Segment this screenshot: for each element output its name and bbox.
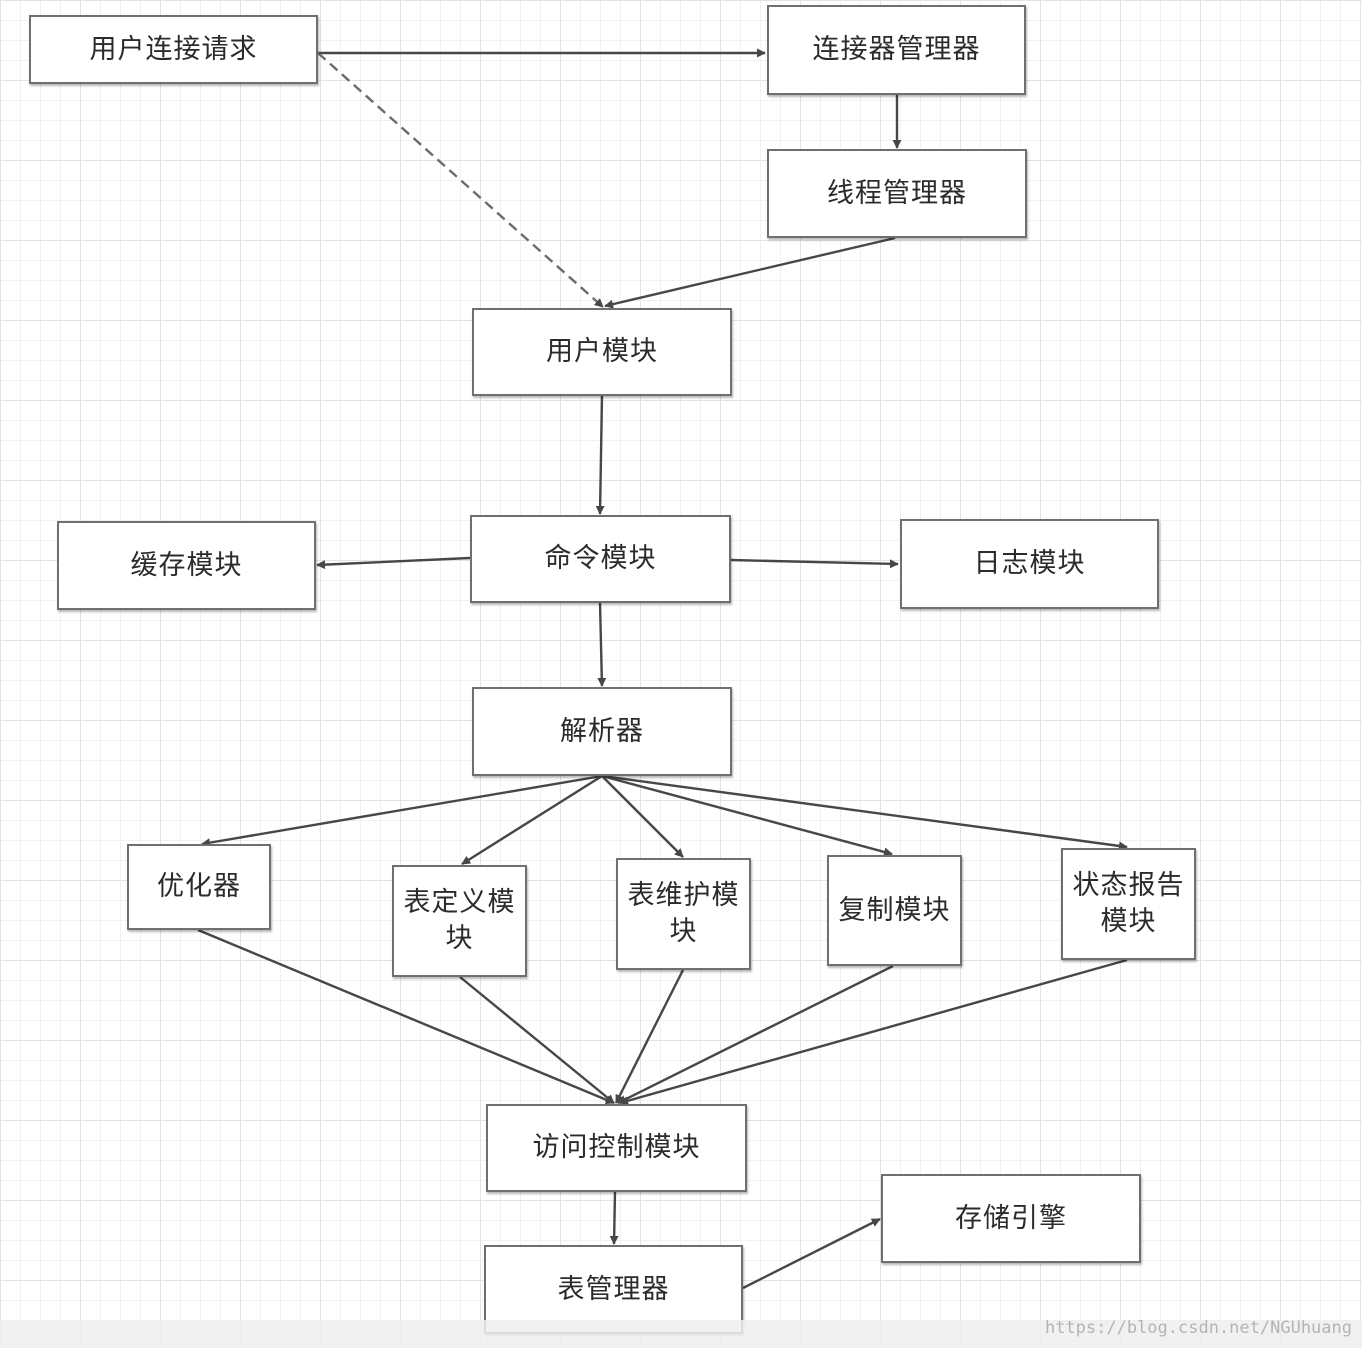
edge-table-maint-to-access [614, 969, 685, 1104]
edge-optimizer-to-access [197, 928, 615, 1105]
node-cache-module: 缓存模块 [57, 521, 316, 610]
node-thread-manager: 线程管理器 [767, 149, 1027, 238]
edge-parser-to-replication [601, 774, 893, 857]
edge-status-report-to-access [619, 958, 1128, 1106]
footer-band [0, 1320, 1362, 1348]
edge-replication-to-access [617, 964, 894, 1105]
node-parser: 解析器 [472, 687, 732, 776]
node-storage-engine: 存储引擎 [881, 1174, 1141, 1263]
edge-parser-to-table-def [461, 774, 603, 866]
edge-table-manager-to-storage [742, 1217, 881, 1290]
node-connector-manager: 连接器管理器 [767, 5, 1026, 95]
node-access-control-module: 访问控制模块 [486, 1104, 747, 1192]
node-table-definition-module: 表定义模块 [392, 865, 527, 977]
node-command-module: 命令模块 [470, 515, 731, 603]
edge-parser-to-optimizer [201, 774, 603, 848]
edge-command-to-cache [316, 556, 471, 570]
node-user-connection-request: 用户连接请求 [29, 15, 318, 84]
edge-parser-to-status-report [601, 774, 1128, 851]
node-replication-module: 复制模块 [827, 855, 962, 966]
edge-table-def-to-access [459, 976, 615, 1104]
edge-request-to-user-module-dashed [317, 52, 604, 308]
edge-command-to-log [730, 558, 899, 569]
node-log-module: 日志模块 [900, 519, 1159, 609]
node-table-maintenance-module: 表维护模块 [616, 858, 751, 970]
node-status-report-module: 状态报告模块 [1061, 848, 1196, 960]
edge-thread-to-user-module [604, 236, 896, 309]
edge-command-to-parser [597, 602, 607, 687]
edge-parser-to-table-maint [601, 775, 684, 858]
edge-user-to-command [595, 395, 605, 515]
edge-access-to-table-manager [609, 1191, 619, 1245]
watermark-text: https://blog.csdn.net/NGUhuang [1044, 1318, 1352, 1338]
node-optimizer: 优化器 [127, 844, 271, 930]
node-user-module: 用户模块 [472, 308, 732, 396]
